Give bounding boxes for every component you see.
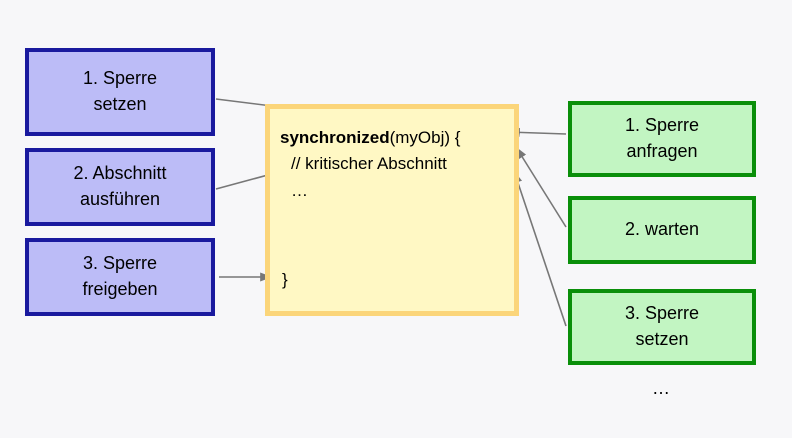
caller-step-2-line2: ausführen [79,189,161,209]
runtime-step-3-line2: setzen [635,329,689,349]
code-line-3-ellipsis: … [291,180,308,200]
caller-step-2-box[interactable]: 2. Abschnitt ausführen [25,148,215,226]
code-line-1-rest: (myObj) { [389,128,461,147]
caller-step-3-line1: 3. Sperre [82,253,158,274]
runtime-step-2-box[interactable]: 2. warten [568,196,756,264]
runtime-step-3-box[interactable]: 3. Sperre setzen [568,289,756,365]
code-panel: synchronized(myObj) { // kritischer Absc… [265,104,519,316]
caller-step-3-line2: freigeben [82,279,158,299]
arrow-runtime2-to-code [515,146,567,228]
code-line-1: synchronized(myObj) { [280,125,502,151]
runtime-step-1-line2: anfragen [626,141,698,161]
caller-step-1-box[interactable]: 1. Sperre setzen [25,48,215,136]
runtime-step-2-line1: 2. warten [624,219,700,240]
code-line-4-closing-brace: } [282,270,288,289]
runtime-step-3-line1: 3. Sperre [624,303,700,324]
runtime-step-1-line1: 1. Sperre [624,115,700,136]
code-keyword-synchronized: synchronized [280,128,390,147]
caller-step-3-box[interactable]: 3. Sperre freigeben [25,238,215,316]
code-line-2-comment: // kritischer Abschnitt [291,154,447,174]
caller-step-2-line1: 2. Abschnitt [73,163,167,184]
arrow-runtime3-to-code [513,170,567,327]
runtime-step-1-box[interactable]: 1. Sperre anfragen [568,101,756,177]
runtime-ellipsis: … [652,378,671,398]
caller-step-1-line2: setzen [93,94,147,114]
caller-step-1-line1: 1. Sperre [82,68,158,89]
